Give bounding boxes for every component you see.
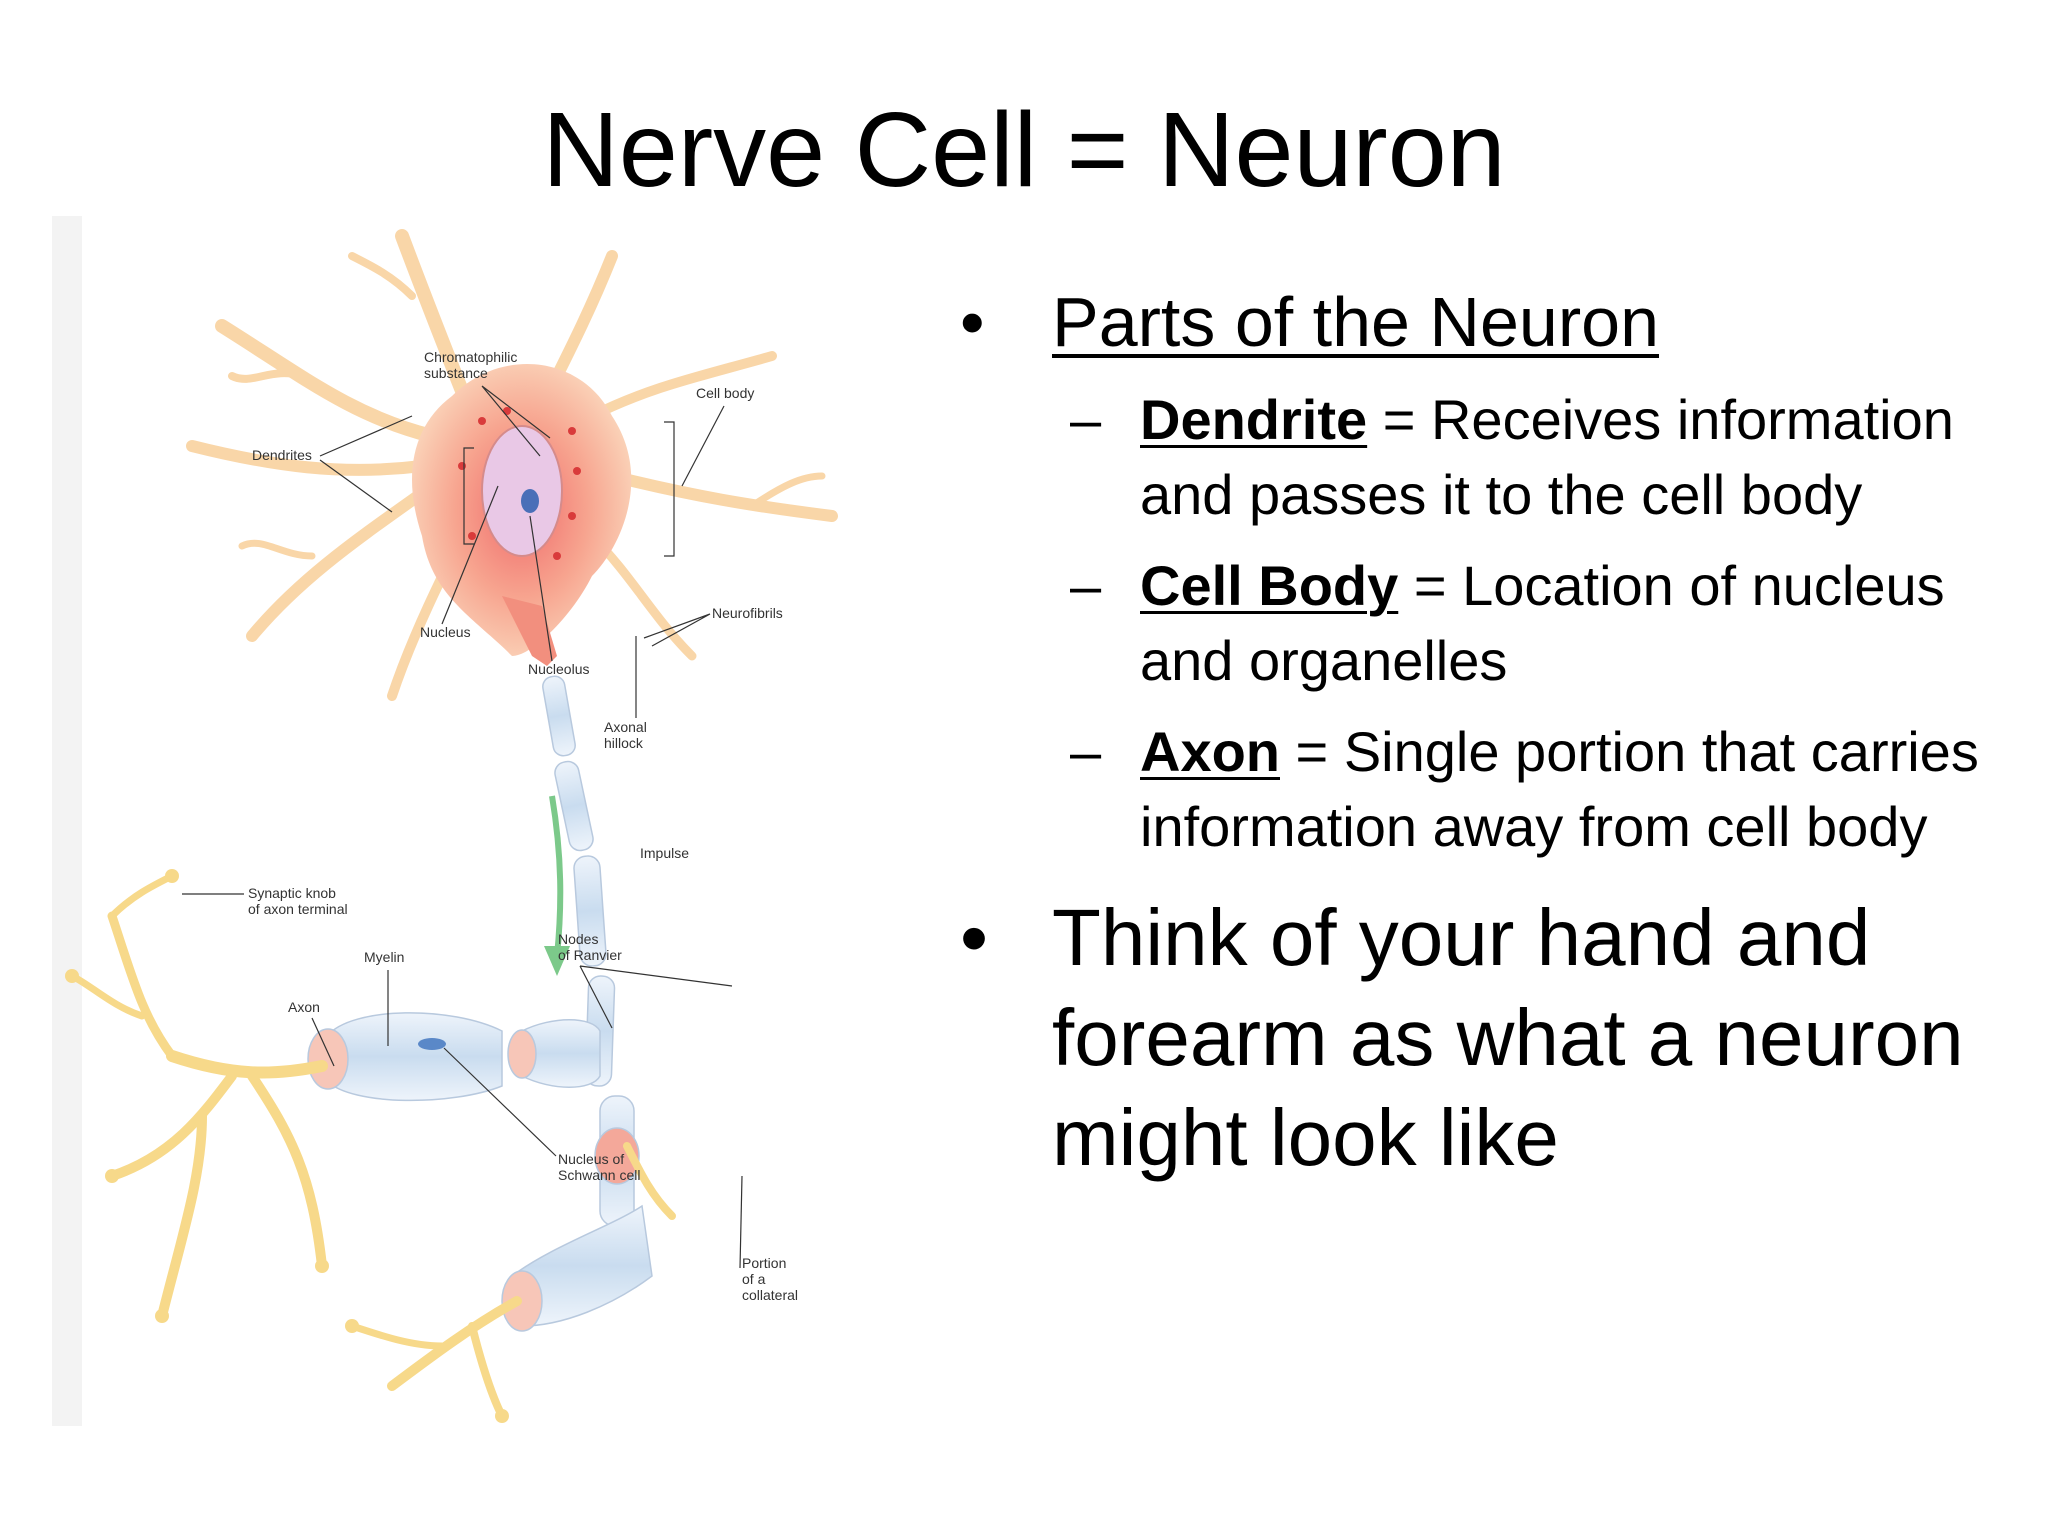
label-hillock: hillock xyxy=(604,735,644,751)
desc-dendrite: = Receives information and passes it to … xyxy=(1140,388,1954,526)
dash-marker: – xyxy=(1070,554,1102,617)
leader-nucleolus xyxy=(529,515,553,662)
bullet-list: • Parts of the Neuron – Dendrite = Recei… xyxy=(960,282,2020,1188)
leader-chromatophilic xyxy=(481,385,551,457)
label-impulse: Impulse xyxy=(640,845,689,861)
axonal-hillock-shape xyxy=(502,596,557,666)
neuron-diagram: Chromatophilic substance Cell body Dendr… xyxy=(52,216,872,1426)
term-dendrite: Dendrite xyxy=(1140,388,1368,451)
label-neurofibrils: Neurofibrils xyxy=(712,605,783,621)
scan-edge xyxy=(52,216,82,1426)
label-nucleus-of: Nucleus of xyxy=(558,1151,624,1167)
sub-bullet-axon: – Axon = Single portion that carries inf… xyxy=(960,714,2020,864)
label-nucleus: Nucleus xyxy=(420,624,471,640)
bullet-hand-forearm: • Think of your hand and forearm as what… xyxy=(960,888,2020,1188)
myelin-sheath xyxy=(307,1012,653,1332)
dash-marker: – xyxy=(1070,720,1102,783)
impulse-arrow xyxy=(549,795,564,957)
sub-bullet-list: – Dendrite = Receives information and pa… xyxy=(960,382,2020,864)
bullet-heading: Parts of the Neuron xyxy=(1052,283,1659,361)
synaptic-knobs xyxy=(65,869,509,1423)
label-of-a: of a xyxy=(742,1271,766,1287)
leader-axon xyxy=(311,1017,335,1067)
label-axon: Axon xyxy=(288,999,320,1015)
label-chromatophilic: Chromatophilic xyxy=(424,349,517,365)
label-myelin: Myelin xyxy=(364,949,404,965)
leader-schwann-nucleus xyxy=(443,1047,557,1157)
label-portion: Portion xyxy=(742,1255,786,1271)
leader-cell-body xyxy=(681,405,725,487)
dash-marker: – xyxy=(1070,388,1102,451)
bullet-parts-of-neuron: • Parts of the Neuron xyxy=(960,282,2020,362)
sub-bullet-cell-body: – Cell Body = Location of nucleus and or… xyxy=(960,548,2020,698)
label-nodes: Nodes xyxy=(558,931,598,947)
label-synaptic-knob: Synaptic knob xyxy=(248,885,336,901)
leader-dendrites xyxy=(319,415,413,513)
slide-title: Nerve Cell = Neuron xyxy=(542,91,1506,209)
term-cell-body: Cell Body xyxy=(1140,554,1399,617)
leader-nucleus xyxy=(441,485,499,625)
bullet-dot: • xyxy=(960,283,985,361)
label-of-ranvier: of Ranvier xyxy=(558,947,622,963)
leader-collateral xyxy=(739,1175,743,1269)
axon-terminals xyxy=(68,872,676,1420)
label-substance: substance xyxy=(424,365,488,381)
leader-neurofibrils xyxy=(643,613,711,647)
label-nucleolus: Nucleolus xyxy=(528,661,589,677)
label-dendrites: Dendrites xyxy=(252,447,312,463)
impulse-arrowhead xyxy=(544,946,570,976)
label-cell-body: Cell body xyxy=(696,385,754,401)
label-axonal: Axonal xyxy=(604,719,647,735)
bullet-second-text: Think of your hand and forearm as what a… xyxy=(1052,893,1964,1182)
leader-nodes-of-ranvier xyxy=(579,965,733,1029)
label-axon-terminal: of axon terminal xyxy=(248,901,348,917)
nucleus-shape xyxy=(481,425,563,557)
sub-bullet-dendrite: – Dendrite = Receives information and pa… xyxy=(960,382,2020,532)
bracket-nucleus xyxy=(463,447,474,545)
term-axon: Axon xyxy=(1140,720,1280,783)
schwann-nucleus-shape xyxy=(418,1038,446,1050)
label-schwann-cell: Schwann cell xyxy=(558,1167,641,1183)
desc-cell-body: = Location of nucleus and organelles xyxy=(1140,554,1945,692)
bullet-dot: • xyxy=(960,893,989,982)
neuron-illustration: Chromatophilic substance Cell body Dendr… xyxy=(52,216,838,1426)
bracket-cell-body xyxy=(664,421,675,557)
label-collateral: collateral xyxy=(742,1287,798,1303)
desc-axon: = Single portion that carries informatio… xyxy=(1140,720,1979,858)
nucleolus-shape xyxy=(521,489,539,513)
dendrites xyxy=(186,229,838,701)
